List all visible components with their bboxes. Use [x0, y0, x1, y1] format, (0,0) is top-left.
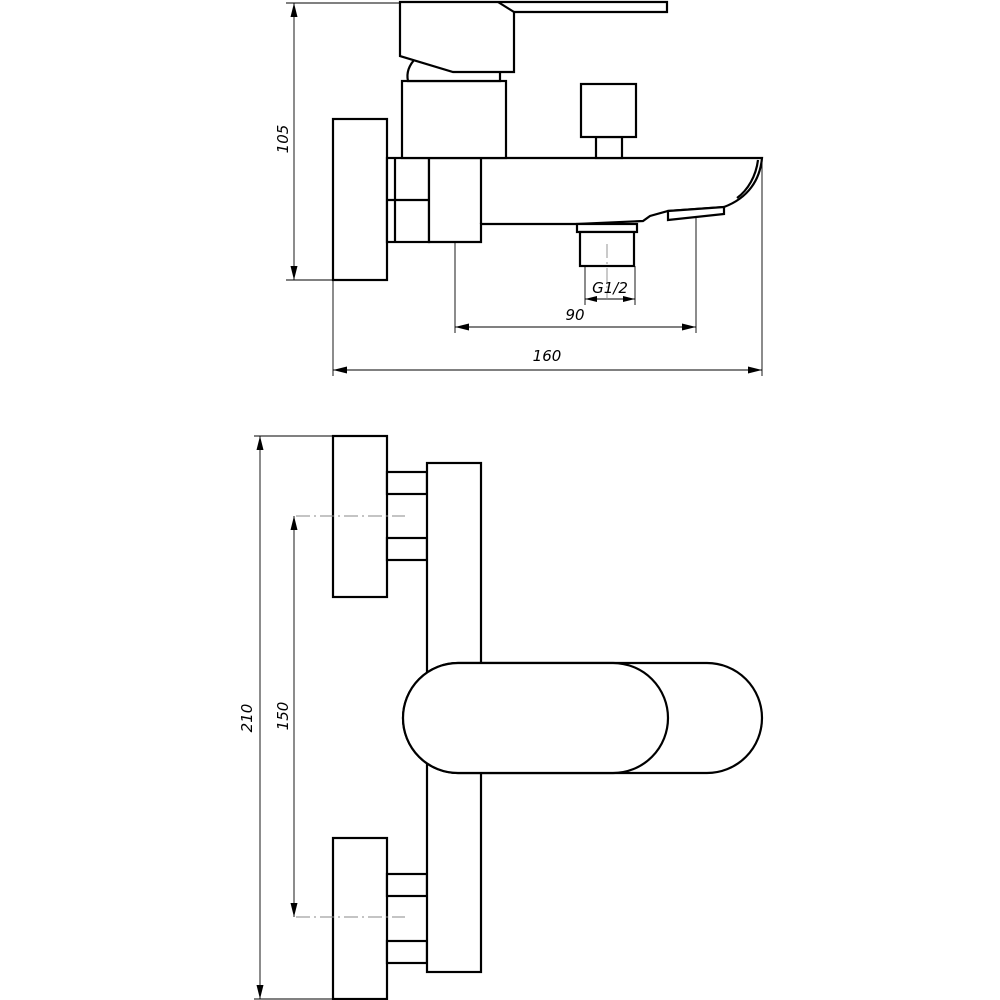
- side-aerator: [666, 205, 726, 222]
- side-cartridge-housing: [400, 79, 508, 160]
- front-top-connector-lower: [385, 536, 429, 562]
- side-outlet-nut: [575, 222, 639, 234]
- dimension-thread-g12: G1/2: [584, 244, 636, 305]
- dimension-label-90: 90: [565, 306, 584, 324]
- side-lever-handle: [398, 0, 669, 74]
- side-lever-edge: [497, 1, 515, 13]
- side-spout-tip: [736, 159, 760, 199]
- dimension-height-105: 105: [274, 2, 399, 281]
- front-top-connector-upper: [385, 470, 429, 496]
- side-diverter-knob: [579, 82, 638, 139]
- dimension-label-g12: G1/2: [592, 279, 628, 297]
- front-lever-cap: [401, 661, 670, 775]
- dimension-height-210: 210: [238, 435, 333, 1000]
- front-bottom-flange: [331, 836, 389, 1000]
- dimension-spacing-150: 150: [274, 516, 298, 917]
- dimension-label-150: 150: [274, 702, 292, 731]
- dimension-length-160: 160: [332, 158, 763, 376]
- side-diverter-stem: [594, 135, 624, 160]
- dimension-label-210: 210: [238, 704, 256, 733]
- front-top-flange: [331, 434, 389, 599]
- front-bottom-connector-lower: [385, 939, 429, 965]
- front-bottom-connector-upper: [385, 872, 429, 898]
- dimension-label-160: 160: [533, 347, 562, 365]
- front-view: 210 150: [238, 434, 764, 1000]
- side-spout-body: [427, 156, 764, 244]
- side-wall-flange: [331, 117, 389, 282]
- dimension-offset-90: 90: [454, 216, 697, 333]
- dimension-label-105: 105: [274, 125, 292, 154]
- side-view: 105 G1/2 90 160: [274, 0, 764, 376]
